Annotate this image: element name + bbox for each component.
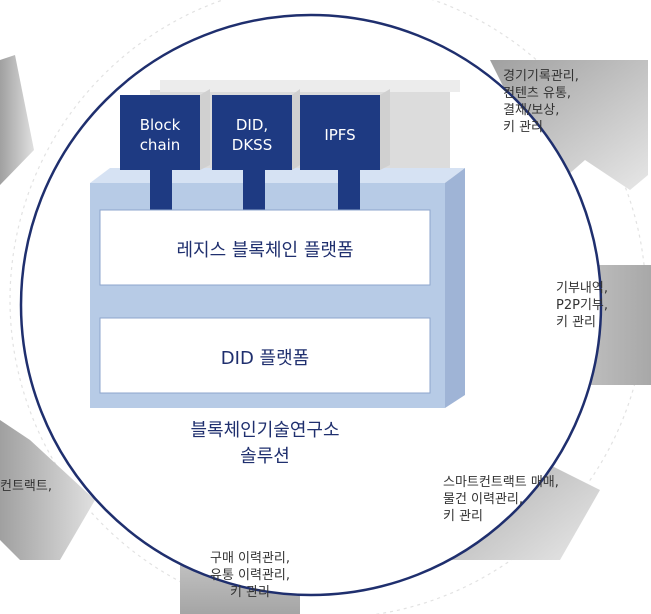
module-stem-blockchain [150,165,172,210]
module-did-dkss-label: DID, DKSS [231,116,273,154]
module-did-dkss [212,95,292,170]
module-shade-3 [380,89,390,170]
module-blockchain-label: Block chain [139,116,181,154]
platform-top-face [90,168,465,183]
module-blockchain [120,95,200,170]
arrow-top-left [0,55,34,185]
module-ipfs-label: IPFS [324,126,356,144]
solution-caption: 블록체인기술연구소 솔루션 [190,420,340,467]
module-backdrop-top [160,80,460,92]
layer-regis [99,209,431,286]
layer-did [99,317,431,394]
platform-side-face [445,168,465,408]
arrow-label-left: 컨트랙트, [0,479,52,494]
module-stem-ipfs [338,165,360,210]
layer-regis-label: 레지스 블록체인 플랫폼 [176,240,354,261]
module-shade-1 [200,89,210,170]
arrow-left [0,420,95,560]
layer-did-label: DID 플랫폼 [220,348,310,369]
arrow-label-bottom-right: 스마트컨트랙트 매매, 물건 이력관리, 키 관리 [443,475,559,524]
module-shade-2 [292,89,300,170]
module-ipfs [300,95,380,170]
module-stem-did [243,165,265,210]
arrow-label-right: 기부내역, P2P기부, 키 관리 [556,281,609,330]
arrow-label-top-right: 경기기록관리, 컨텐츠 유통, 결제/보상, 키 관리 [503,69,579,135]
arrow-label-bottom: 구매 이력관리, 유통 이력관리, 키 관리 [209,551,291,600]
